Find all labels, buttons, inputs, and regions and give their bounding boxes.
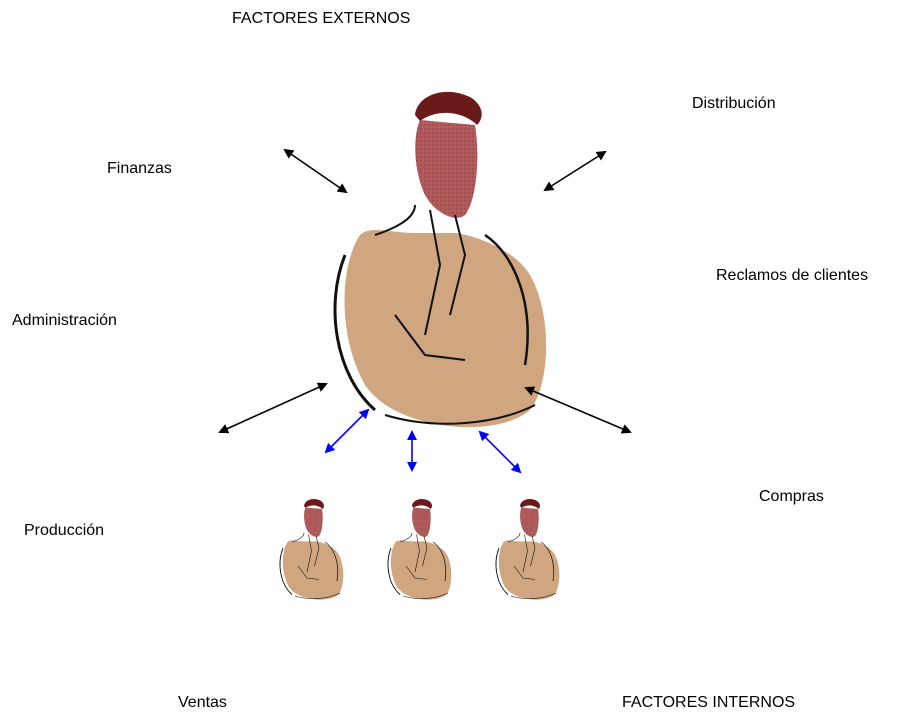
arrow-reclamos <box>526 388 630 432</box>
employee-figure-2 <box>388 499 451 600</box>
arrow-finanzas <box>285 150 346 192</box>
employee-figure-1 <box>280 499 343 600</box>
manager-figure <box>335 92 546 427</box>
arrow-administracion <box>220 384 326 432</box>
arrow-employee-1 <box>326 410 368 452</box>
arrow-distribucion <box>545 152 605 190</box>
arrow-employee-3 <box>480 432 520 472</box>
employee-figure-3 <box>496 499 559 600</box>
